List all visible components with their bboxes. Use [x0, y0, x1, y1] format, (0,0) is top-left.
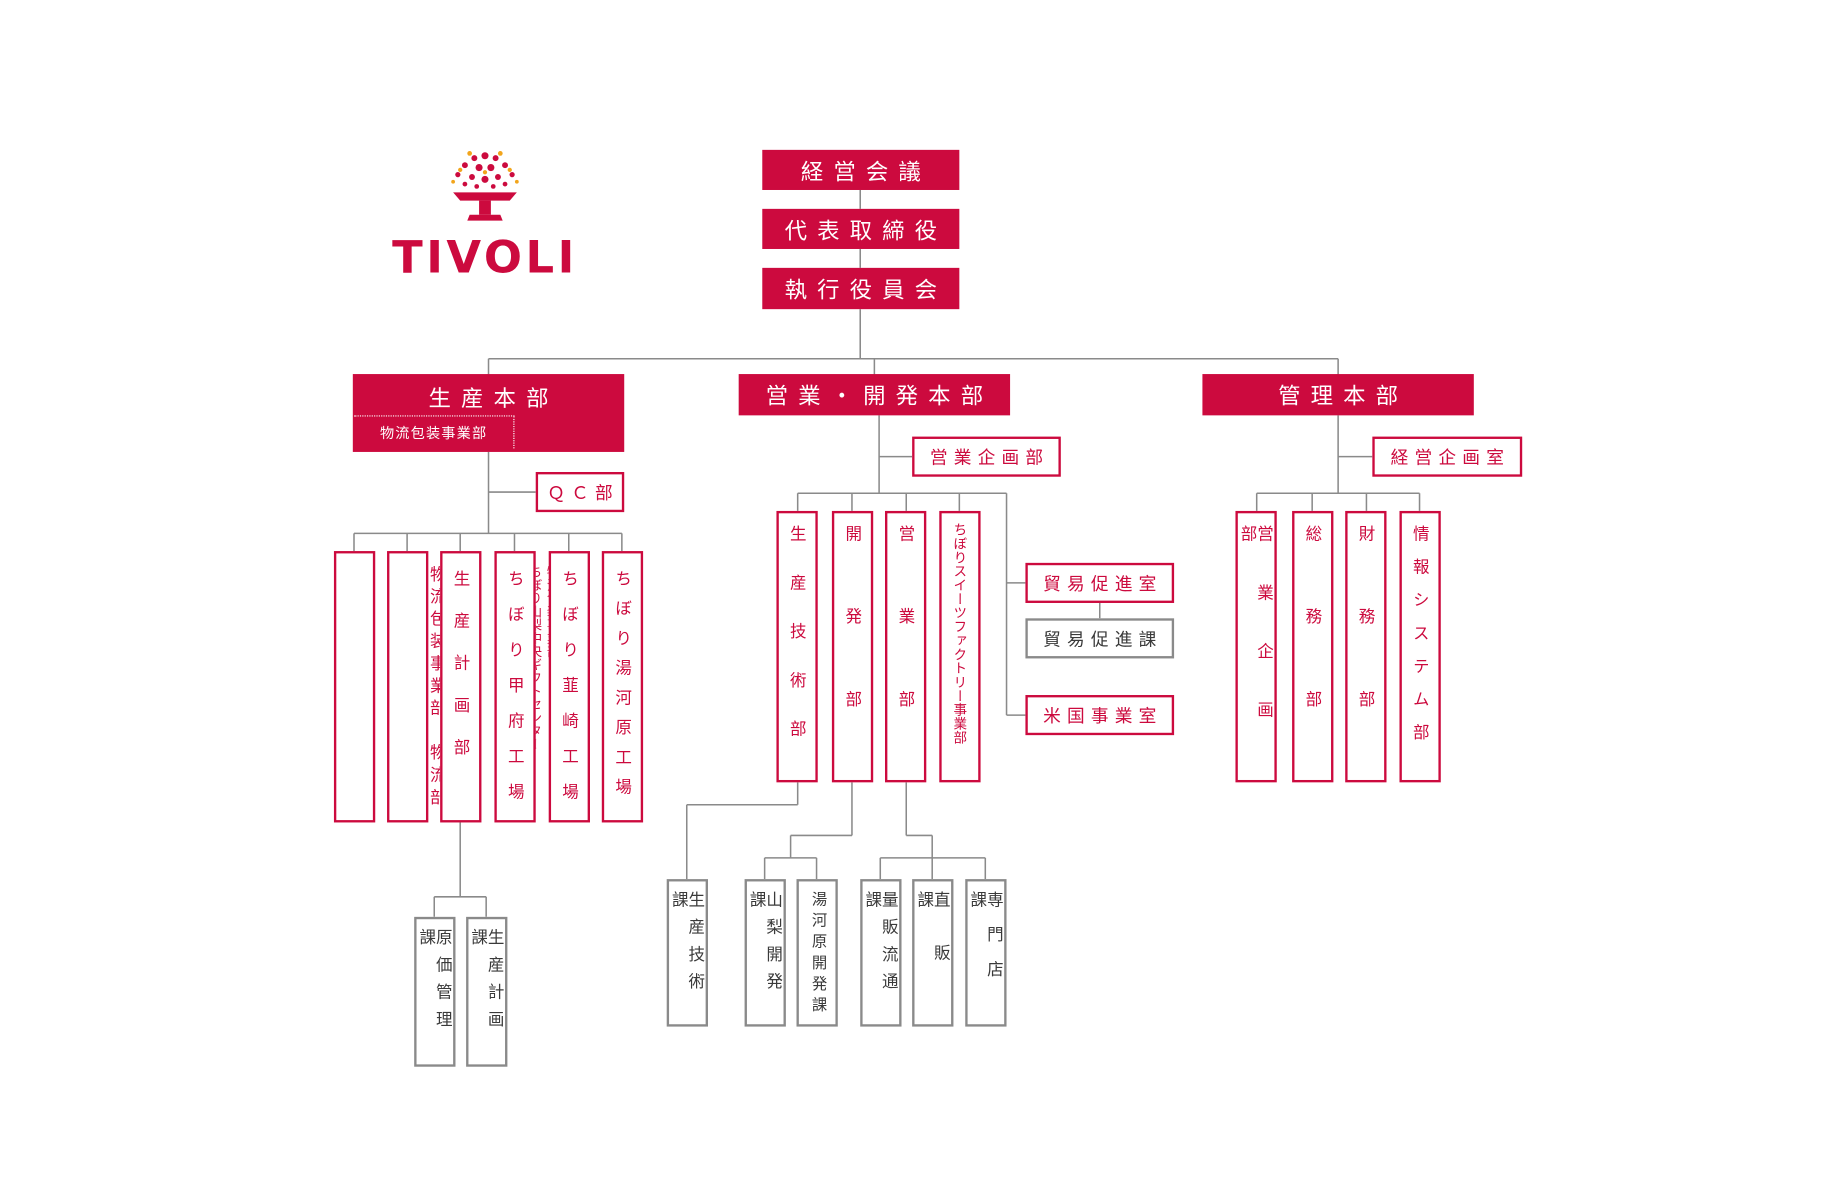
production-dept-gift-center: 物流包装事業部 ちぼり山梨中央ギフトセンター: [387, 551, 560, 823]
section-label: 原価管理課: [417, 928, 453, 1038]
admin-dept-sales-planning: 営業企画部: [1235, 510, 1277, 783]
sales-planning-box: 営業企画部: [912, 436, 1061, 477]
logistics-packaging-sublabel: 物流包装事業部: [353, 415, 515, 449]
dept-label: 営業企画部: [1238, 525, 1274, 760]
board-meeting-box: 経営会議: [762, 149, 960, 190]
dept-label: ちぼり甲府工場: [505, 569, 525, 819]
sales-dept-production-tech: 生産技術部: [776, 510, 818, 783]
production-section-cost: 原価管理課: [414, 916, 456, 1067]
sales-dept-sales: 営業部: [884, 510, 927, 783]
sales-division-label: 営業・開発本部: [765, 383, 994, 410]
sales-section-mass-retail: 量販流通課: [860, 879, 902, 1027]
board-meeting-label: 経営会議: [800, 158, 931, 185]
production-dept-yugawara-factory: ちぼり湯河原工場: [601, 551, 644, 823]
production-division-box: 生産本部: [352, 374, 625, 452]
section-label: 生産技術課: [669, 890, 706, 1000]
sales-section-production-tech: 生産技術課: [666, 879, 708, 1027]
tivoli-logo: TIVOLI: [375, 149, 594, 291]
production-dept-logistics: 物流包装事業部 物流部: [333, 551, 447, 823]
trade-promotion-office-label: 貿易促進室: [1043, 572, 1163, 595]
production-dept-kofu-factory: ちぼり甲府工場: [494, 551, 536, 823]
dept-label: 生産計画部: [451, 569, 471, 781]
sales-division-box: 営業・開発本部: [738, 374, 1011, 416]
fountain-icon: [451, 151, 519, 221]
section-label: 直販課: [915, 890, 951, 997]
trade-promotion-section-label: 貿易促進課: [1043, 628, 1163, 650]
section-label: 専門店課: [968, 890, 1004, 995]
production-dept-nirasaki-factory: ちぼり韮崎工場: [548, 551, 590, 823]
executive-committee-box: 執行役員会: [762, 267, 960, 310]
sales-section-direct: 直販課: [912, 879, 954, 1027]
corporate-planning-label: 経営企画室: [1390, 446, 1511, 468]
sales-section-yamanashi-dev: 山梨開発課: [744, 879, 786, 1027]
dept-label: ちぼりスイーツファクトリー事業部: [952, 522, 969, 745]
dept-label: ちぼり湯河原工場: [613, 569, 632, 808]
admin-dept-info-systems: 情報システム部: [1399, 510, 1441, 783]
us-business-office-label: 米国事業室: [1043, 705, 1163, 727]
sales-dept-sweets-factory: ちぼりスイーツファクトリー事業部: [939, 510, 981, 783]
representative-director-box: 代表取締役: [762, 208, 960, 249]
dept-label: 情報システム部: [1410, 525, 1430, 757]
dept-label: 開発部: [843, 525, 862, 773]
admin-division-box: 管理本部: [1202, 374, 1474, 416]
section-label: 湯河原開発課: [808, 890, 826, 1018]
sales-planning-label: 営業企画部: [929, 446, 1050, 468]
dept-label: 営業部: [896, 525, 916, 773]
sales-section-specialty-store: 専門店課: [965, 879, 1007, 1027]
sales-dept-development: 開発部: [831, 510, 874, 783]
admin-dept-general-affairs: 総務部: [1292, 510, 1334, 783]
dept-label: 総務部: [1303, 525, 1323, 773]
dept-label: ちぼり韮崎工場: [559, 569, 579, 819]
sales-section-yugawara-dev: 湯河原開発課: [796, 879, 838, 1027]
production-dept-planning: 生産計画部: [440, 551, 482, 823]
section-label: 量販流通課: [863, 890, 899, 1000]
trade-promotion-office-box: 貿易促進室: [1025, 562, 1175, 603]
logo-wordmark: TIVOLI: [392, 231, 578, 284]
qc-department-label: ＱＣ部: [547, 482, 619, 504]
admin-division-label: 管理本部: [1278, 383, 1409, 410]
executive-committee-label: 執行役員会: [784, 277, 948, 304]
production-division-label: 生産本部: [428, 385, 559, 412]
production-section-planning: 生産計画課: [466, 916, 508, 1067]
dept-label: 生産技術部: [787, 525, 807, 769]
us-business-office-box: 米国事業室: [1025, 695, 1175, 736]
qc-department-box: ＱＣ部: [535, 471, 625, 513]
section-label: 山梨開発課: [747, 890, 783, 1000]
admin-dept-finance: 財務部: [1345, 510, 1387, 783]
representative-director-label: 代表取締役: [784, 217, 948, 244]
dept-label: 財務部: [1356, 525, 1376, 773]
trade-promotion-section-box: 貿易促進課: [1025, 618, 1175, 659]
corporate-planning-box: 経営企画室: [1372, 436, 1523, 477]
section-label: 生産計画課: [469, 928, 505, 1038]
